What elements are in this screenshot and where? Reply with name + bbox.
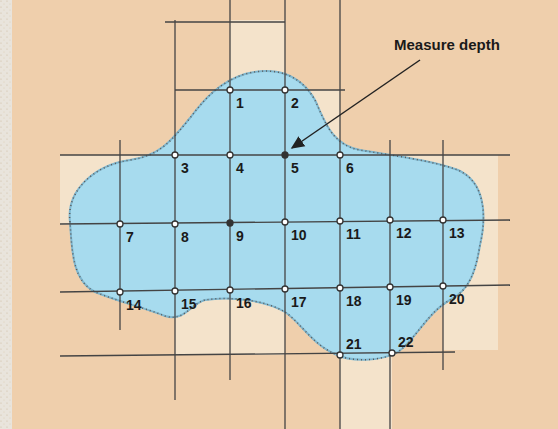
point-number: 2 (291, 95, 299, 111)
leader-arrow (292, 60, 420, 148)
point-number: 6 (346, 160, 354, 176)
point-number: 11 (346, 226, 361, 242)
point-number: 13 (449, 225, 465, 241)
point-number: 17 (291, 294, 307, 310)
point-number: 10 (291, 227, 307, 243)
point-number: 3 (181, 160, 189, 176)
point-number: 22 (398, 334, 414, 350)
point-number: 12 (396, 225, 412, 241)
point-number: 9 (236, 228, 244, 244)
point-number: 15 (181, 296, 197, 312)
edge-texture (0, 0, 12, 429)
point-number: 8 (181, 229, 189, 245)
depth-points (117, 87, 446, 358)
point-number: 19 (396, 292, 412, 308)
point-number: 21 (346, 336, 362, 352)
pond (70, 71, 484, 360)
point-number: 14 (126, 297, 142, 313)
pond-shore (70, 71, 484, 360)
point-number: 7 (126, 229, 134, 245)
point-number: 20 (449, 291, 465, 307)
callout-label: Measure depth (394, 37, 500, 53)
grid-cells (60, 20, 498, 429)
grid-lines (60, 0, 510, 429)
point-number: 5 (291, 160, 299, 176)
edge-strip (0, 0, 12, 429)
point-number: 4 (236, 160, 244, 176)
point-number: 1 (236, 95, 244, 111)
point-number: 18 (346, 293, 362, 309)
point-number: 16 (236, 295, 252, 311)
